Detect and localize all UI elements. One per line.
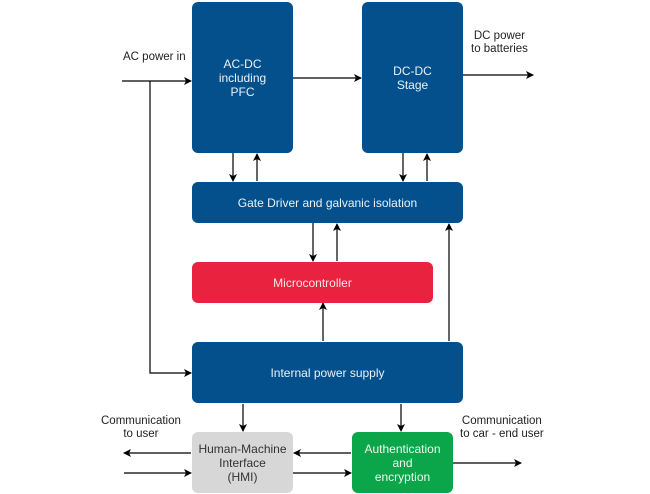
comm-car-line1: Communication xyxy=(461,415,542,427)
gate-driver-label: Gate Driver and galvanic isolation xyxy=(237,195,418,210)
dc-power-line1: DC power xyxy=(473,30,526,42)
comm-user-line2: to user xyxy=(123,428,159,440)
dcdc-block: DC-DC Stage xyxy=(362,2,463,153)
microcontroller-block: Microcontroller xyxy=(192,262,433,303)
microcontroller-label: Microcontroller xyxy=(273,275,352,290)
dc-power-label: DC power to batteries xyxy=(471,30,528,56)
acdc-line2: including xyxy=(218,70,267,85)
ac-to-internal-supply-arrow xyxy=(149,81,192,377)
comm-car-label: Communication to car - end user xyxy=(460,415,544,441)
comm-user-label: Communication to user xyxy=(101,415,181,441)
internal-power-supply-label: Internal power supply xyxy=(270,365,385,380)
acdc-block: AC-DC including PFC xyxy=(192,2,293,153)
authentication-block: Authentication and encryption xyxy=(352,432,453,493)
dcdc-line2: Stage xyxy=(396,77,429,92)
internal-power-supply-block: Internal power supply xyxy=(192,342,463,403)
comm-car-line2: to car - end user xyxy=(460,428,544,440)
hmi-line3: (HMI) xyxy=(227,469,258,484)
hmi-block: Human-Machine Interface (HMI) xyxy=(192,432,293,493)
gate-driver-block: Gate Driver and galvanic isolation xyxy=(192,182,463,223)
hmi-line2: Interface xyxy=(219,455,266,470)
dc-power-line2: to batteries xyxy=(471,43,528,55)
acdc-line1: AC-DC xyxy=(223,56,262,71)
comm-user-line1: Communication xyxy=(101,415,181,427)
auth-line3: encryption xyxy=(374,469,431,484)
dcdc-line1: DC-DC xyxy=(393,63,432,78)
auth-line1: Authentication xyxy=(364,441,441,456)
hmi-line1: Human-Machine xyxy=(198,441,287,456)
acdc-line3: PFC xyxy=(230,84,255,99)
auth-line2: and xyxy=(392,455,413,470)
ac-power-in-label: AC power in xyxy=(123,51,186,63)
